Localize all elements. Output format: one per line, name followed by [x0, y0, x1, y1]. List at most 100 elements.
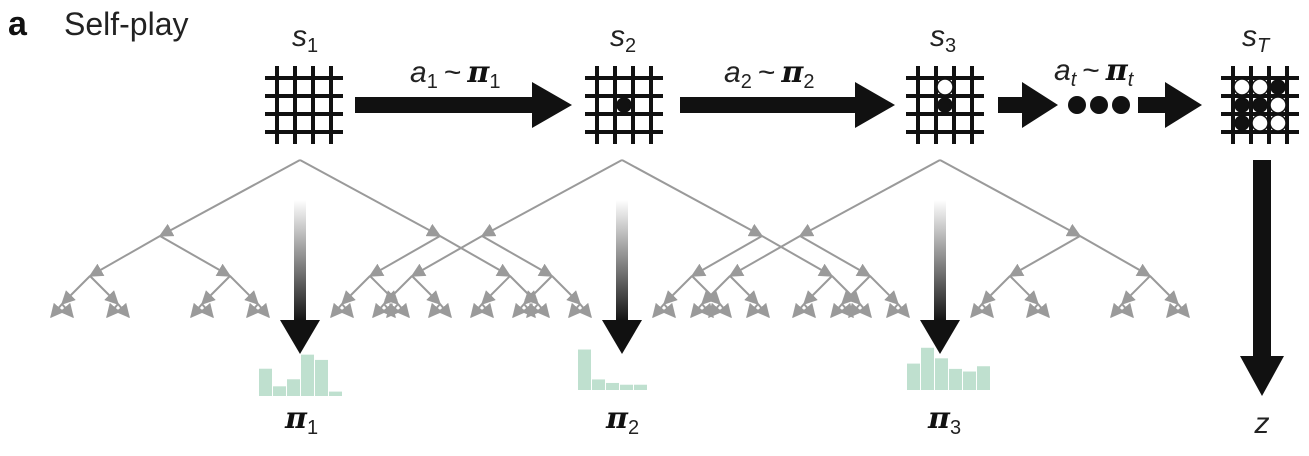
tree-edge: [428, 302, 443, 319]
black-stone: [1270, 79, 1286, 95]
policy-sub-1: 1: [307, 417, 318, 439]
tree-edge: [755, 302, 770, 319]
tree-edge: [61, 275, 91, 305]
tree-edge: [535, 302, 550, 319]
tree-edge: [701, 275, 731, 305]
action-a-1: a: [410, 56, 427, 89]
tree-edge: [1121, 275, 1151, 305]
panel-title: Self-play: [64, 6, 189, 42]
tree-edge: [895, 302, 910, 319]
tree-edge: [803, 275, 833, 305]
tree-edge: [437, 302, 452, 319]
policy-pi-1: π: [284, 401, 308, 436]
policy-histogram-3: [907, 347, 990, 390]
tree-edge: [381, 302, 396, 319]
tree-edge: [728, 235, 801, 277]
policy-bar: [935, 358, 948, 390]
black-stone: [616, 97, 632, 113]
action-pi-sub-2: 2: [803, 71, 814, 93]
policy-bar: [578, 349, 591, 390]
tree-edge: [568, 302, 583, 319]
board-sT: [1221, 66, 1299, 144]
tree-edge: [190, 302, 205, 319]
policy-bar: [329, 391, 342, 396]
tree-edge: [330, 302, 345, 319]
tree-edge: [869, 275, 899, 305]
tree-edge: [717, 302, 732, 319]
tree-edge: [798, 159, 941, 237]
tree-edge: [690, 302, 705, 319]
action-arrow-2: [680, 82, 895, 128]
ellipsis-dot: [1090, 96, 1108, 114]
action-a-3: a: [1054, 54, 1071, 87]
state-label-T: sT: [1242, 20, 1271, 57]
policy-label-1: π1: [284, 401, 318, 439]
action-arrow-1: [355, 82, 572, 128]
tree-edge: [746, 302, 761, 319]
tree-edge: [661, 302, 676, 319]
tree-edge: [857, 302, 872, 319]
tree-edge: [59, 302, 74, 319]
board-s1: [265, 66, 343, 144]
tree-edge: [339, 302, 354, 319]
white-stone: [1251, 114, 1269, 132]
tree-edge: [699, 302, 714, 319]
policy-bar: [287, 379, 300, 396]
white-stone: [1269, 96, 1287, 114]
state-sub-T: T: [1257, 35, 1271, 57]
action-a-sub-3: t: [1071, 69, 1078, 91]
tree-edge: [1119, 302, 1134, 319]
policy-bar: [921, 347, 934, 390]
white-stone: [1233, 78, 1251, 96]
action-label-3: at~πt: [1054, 53, 1135, 91]
policy-bar: [301, 354, 314, 396]
tree-edge: [1009, 275, 1039, 305]
tree-edge: [839, 302, 854, 319]
state-sub-2: 2: [625, 35, 636, 57]
tree-edge: [481, 235, 554, 277]
action-arrow-3a: [998, 82, 1058, 128]
state-base-T: s: [1242, 20, 1257, 53]
tree-edge: [372, 302, 387, 319]
policy-bar: [949, 368, 962, 390]
black-stone: [937, 97, 953, 113]
action-pi-2: π: [780, 55, 804, 90]
tree-edge: [970, 302, 985, 319]
policy-histogram-2: [578, 349, 647, 390]
ellipsis-dot: [1068, 96, 1086, 114]
tree-edge: [512, 302, 527, 319]
policy-bar: [634, 384, 647, 390]
tree-edge: [690, 235, 763, 277]
policy-bar: [259, 368, 272, 396]
tree-edge: [395, 302, 410, 319]
tree-edge: [115, 302, 130, 319]
search-arrow-2: [602, 200, 642, 354]
tree-edge: [521, 302, 536, 319]
action-pi-3: π: [1105, 53, 1129, 88]
action-a-sub-2: 2: [741, 71, 752, 93]
tree-edge: [159, 235, 232, 277]
tree-edge: [1149, 275, 1179, 305]
outcome-label: z: [1254, 407, 1270, 440]
action-a-sub-1: 1: [427, 71, 438, 93]
tree-edge: [480, 159, 623, 237]
policy-bar: [315, 359, 328, 396]
tree-edge: [841, 275, 871, 305]
action-tilde-3: ~: [1082, 54, 1100, 87]
tree-edge: [886, 302, 901, 319]
policy-pi-3: π: [927, 401, 951, 436]
tree-edge: [341, 275, 371, 305]
state-label-2: s2: [610, 20, 636, 57]
tree-edge: [1079, 235, 1152, 277]
action-tilde-1: ~: [444, 56, 462, 89]
policy-bar: [592, 379, 605, 390]
ellipsis-dot: [1112, 96, 1130, 114]
search-tree-3: [690, 159, 1190, 319]
policy-bar: [273, 386, 286, 396]
tree-edge: [411, 275, 441, 305]
tree-edge: [299, 159, 442, 237]
tree-edge: [621, 159, 764, 237]
white-stone: [936, 78, 954, 96]
tree-edge: [509, 275, 539, 305]
